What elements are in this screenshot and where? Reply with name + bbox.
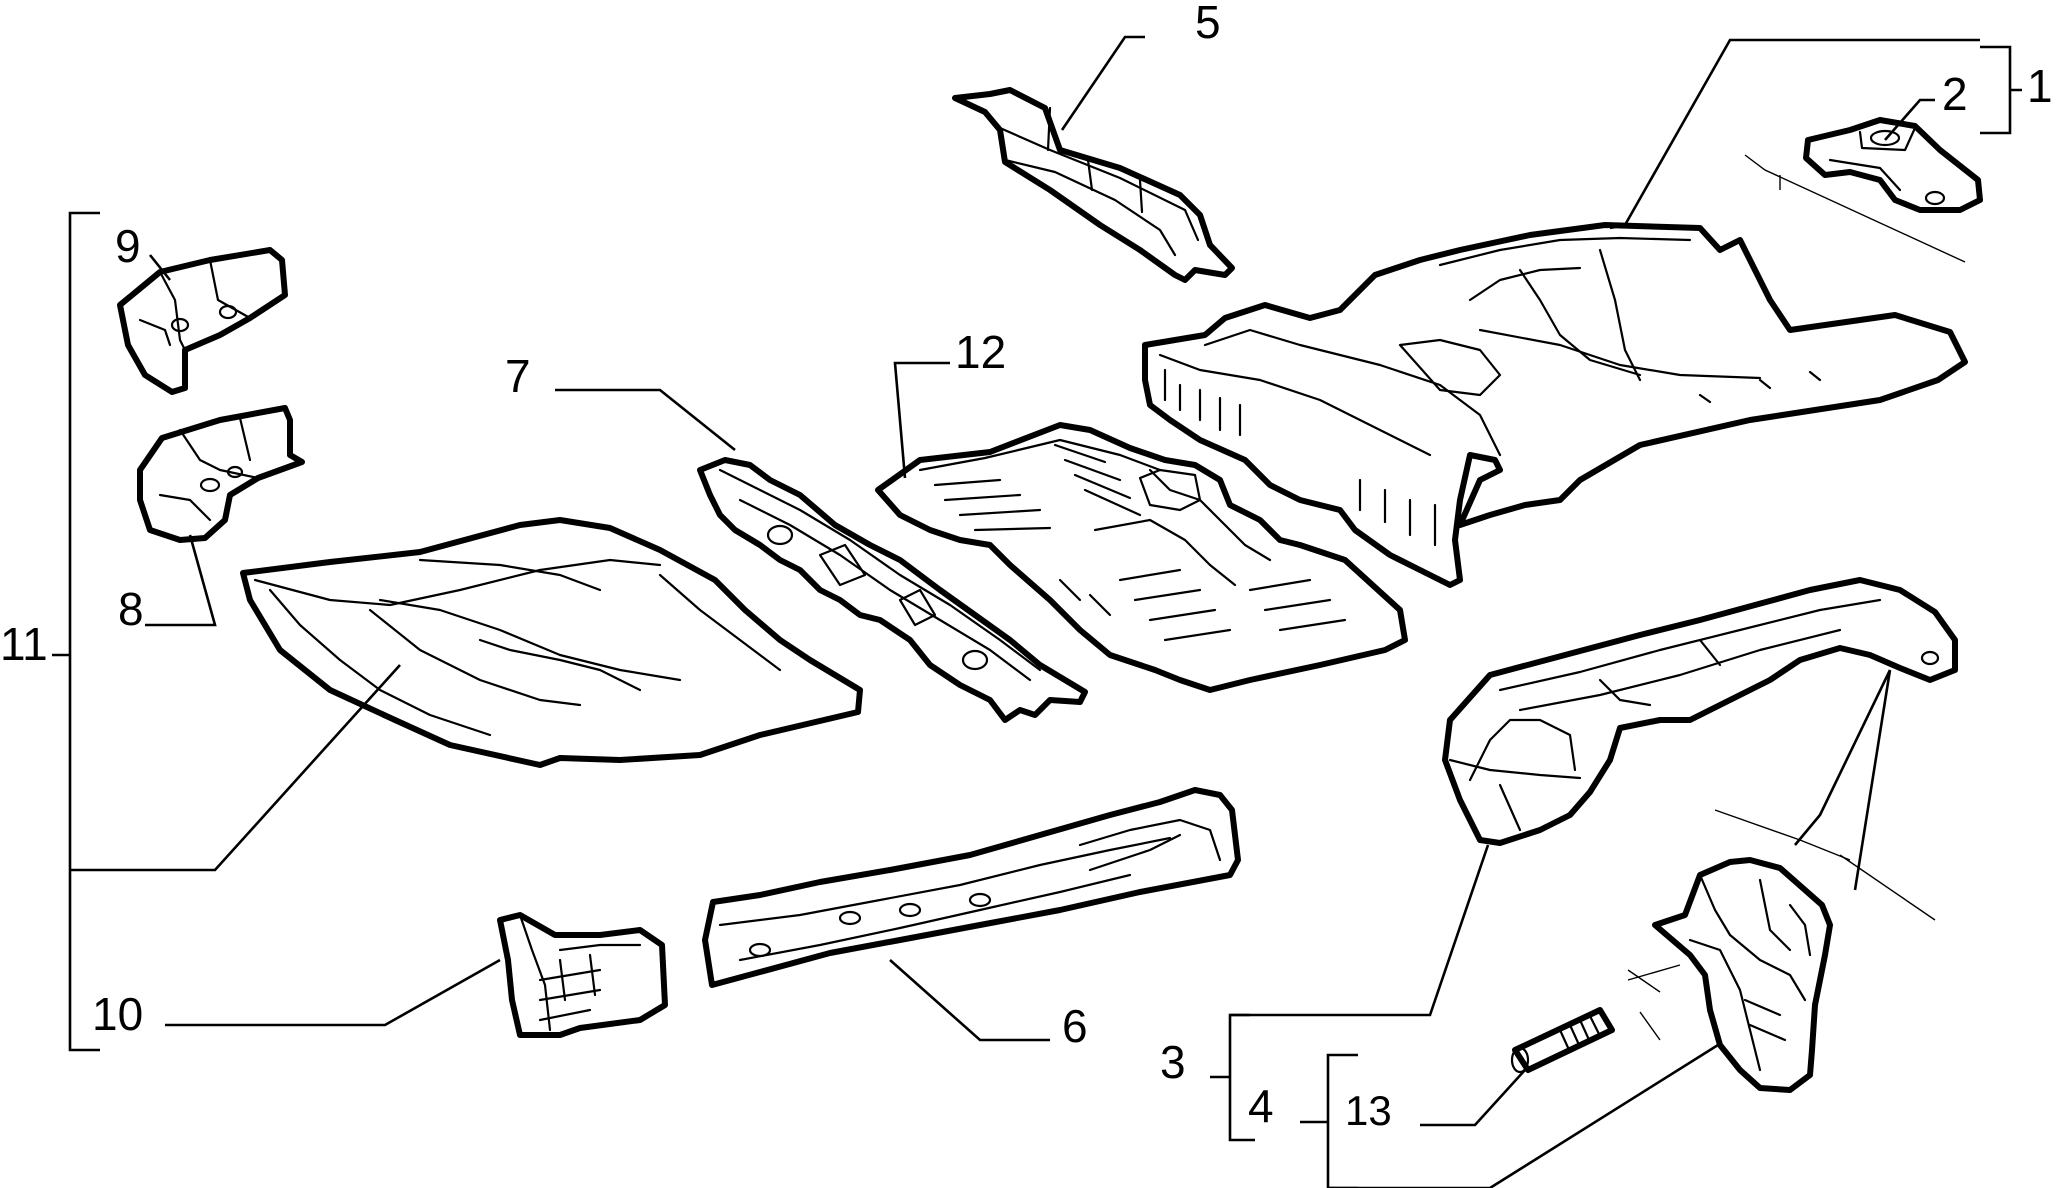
leader-1 — [1623, 38, 2022, 226]
callout-11: 11 — [0, 618, 48, 670]
leader-3-fan — [1794, 669, 1892, 891]
part-2-small-bracket — [1803, 117, 1983, 213]
callout-8: 8 — [118, 583, 144, 635]
part-13-ghost-line — [1627, 964, 1681, 1041]
callout-13: 13 — [1345, 1087, 1392, 1134]
leader-1-b — [1609, 223, 1626, 230]
leader-9 — [148, 254, 172, 281]
part-1-ghost-line — [1744, 154, 1966, 263]
part-8-bracket — [137, 405, 305, 543]
callout-3: 3 — [1160, 1036, 1186, 1088]
leader-6 — [889, 959, 1050, 1042]
callout-12: 12 — [955, 326, 1006, 378]
callout-5: 5 — [1195, 0, 1221, 48]
callout-2: 2 — [1942, 68, 1968, 120]
leader-10 — [165, 958, 501, 1027]
part-4-bracket — [1652, 857, 1833, 1093]
part-11-front-floor-pan — [240, 517, 863, 768]
leader-12 — [893, 361, 950, 479]
part-3-ghost-line-2 — [1839, 854, 1936, 921]
leader-11 — [70, 664, 401, 872]
leader-2 — [1884, 98, 1935, 141]
leader-8 — [145, 534, 217, 627]
leader-13 — [1420, 1069, 1526, 1127]
leader-5 — [1060, 35, 1145, 131]
bracket-4 — [1300, 1053, 1358, 1188]
part-13-stud — [1510, 1007, 1615, 1074]
bracket-11 — [52, 211, 100, 1052]
bracket-1 — [1980, 45, 2012, 135]
callout-7: 7 — [505, 350, 531, 402]
callout-6: 6 — [1062, 1000, 1088, 1052]
callout-1: 1 — [2027, 60, 2053, 112]
part-5-tunnel-reinforcement — [952, 87, 1235, 283]
part-10-bracket — [497, 912, 668, 1038]
leader-7 — [555, 388, 736, 452]
callout-9: 9 — [115, 220, 141, 272]
part-9-bracket — [117, 247, 288, 395]
callout-4: 4 — [1248, 1080, 1274, 1132]
part-7-center-tunnel-member — [697, 457, 1088, 723]
part-3-ghost-line — [1714, 809, 1851, 861]
leader-3 — [1230, 844, 1490, 1017]
part-12-central-floor — [875, 422, 1408, 693]
part-3-rear-side-member — [1442, 577, 1958, 846]
part-6-side-member — [702, 787, 1241, 988]
leader-4 — [1328, 1043, 1719, 1188]
callout-10: 10 — [92, 988, 143, 1040]
part-1-rear-floor-pan — [1142, 222, 1968, 588]
